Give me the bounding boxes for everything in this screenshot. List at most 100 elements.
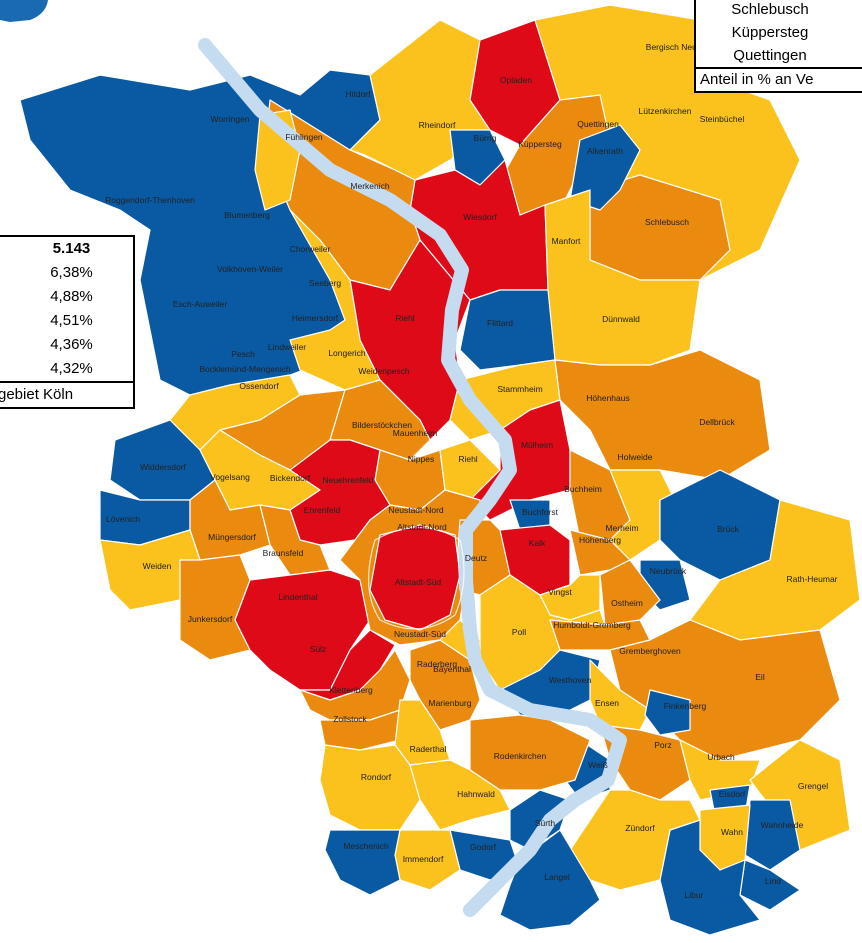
- district-label: Pesch: [231, 349, 255, 359]
- district-label: Höhenhaus: [586, 393, 629, 403]
- district-label: Lindweiler: [268, 342, 306, 352]
- right-table-row: Küppersteg: [731, 24, 809, 41]
- district-label: Buchheim: [564, 484, 602, 494]
- district-label: Raderthal: [410, 744, 447, 754]
- region-yellow-urbach: [679, 739, 761, 801]
- district-label: Blumenberg: [224, 210, 270, 220]
- district-label: Kalk: [529, 538, 546, 548]
- district-label: Bergisch Neukirchen: [646, 42, 725, 52]
- district-label: Vogelsang: [210, 472, 250, 482]
- district-label: Manfort: [552, 236, 581, 246]
- district-label: Lövenich: [106, 514, 140, 524]
- district-label: Hitdorf: [345, 89, 371, 99]
- district-label: Elsdorf: [719, 789, 746, 799]
- district-label: Rodenkirchen: [494, 751, 547, 761]
- district-label: Weiden: [143, 561, 172, 571]
- region-blue-meschenich: [324, 829, 401, 896]
- district-label: Steinbüchel: [700, 114, 745, 124]
- region-orange-ostheim: [599, 559, 661, 626]
- left-table-row: 4,32%: [50, 360, 93, 377]
- district-label: Zollstock: [333, 714, 367, 724]
- district-label: Stammheim: [497, 384, 542, 394]
- right-table-row: Schlebusch: [731, 1, 809, 18]
- district-label: Wahnheide: [761, 820, 804, 830]
- district-label: Langel: [544, 872, 570, 882]
- region-blue-flittard: [459, 289, 556, 371]
- district-label: Longerich: [328, 348, 366, 358]
- district-label: Grengel: [798, 781, 828, 791]
- district-label: Neustadt-Nord: [388, 505, 444, 515]
- district-label: Riehl: [458, 454, 477, 464]
- region-orange-klettenberg: [299, 649, 411, 721]
- right-table-footer: Anteil in % an Ve: [696, 67, 862, 91]
- district-label: Müngersdorf: [208, 532, 256, 542]
- left-table-row: 4,88%: [50, 288, 93, 305]
- district-label: Immendorf: [403, 854, 444, 864]
- district-label: Ehrenfeld: [304, 505, 341, 515]
- district-label: Ensen: [595, 698, 619, 708]
- district-label: Klettenberg: [329, 685, 373, 695]
- district-label: Bocklemünd-Mengenich: [199, 364, 290, 374]
- district-label: Humboldt-Gremberg: [553, 620, 631, 630]
- region-yellow-rondorf: [319, 744, 421, 831]
- district-label: Rheindorf: [419, 120, 456, 130]
- district-label: Godorf: [470, 842, 497, 852]
- region-yellow-longerich: [289, 209, 381, 391]
- district-label: Westhoven: [549, 675, 592, 685]
- inner-ring: [368, 526, 465, 630]
- district-label: Bickendorf: [270, 473, 311, 483]
- district-label: Holweide: [618, 452, 653, 462]
- district-label: Bayenthal: [433, 664, 471, 674]
- district-label: Marienburg: [429, 698, 472, 708]
- region-blue-alkenrath: [569, 124, 641, 211]
- district-label: Ostheim: [611, 598, 643, 608]
- district-label: Eil: [755, 672, 765, 682]
- district-label: Bürrig: [474, 133, 497, 143]
- region-blue-langel: [499, 829, 601, 931]
- district-label: Fühlingen: [285, 132, 323, 142]
- right-ranking-table: Schlebusch Küppersteg Quettingen Anteil …: [694, 0, 862, 93]
- district-label: Meschenich: [343, 841, 389, 851]
- district-label: Wahn: [721, 827, 743, 837]
- region-blue-finkenberg: [644, 689, 691, 736]
- district-label: Dünnwald: [602, 314, 640, 324]
- district-label: Lind: [765, 876, 781, 886]
- district-label: Riehl: [395, 313, 414, 323]
- left-table-row: 4,36%: [50, 336, 93, 353]
- region-yellow-zuendorf: [569, 789, 701, 891]
- left-table-row: 4,51%: [50, 312, 93, 329]
- district-label: Braunsfeld: [263, 548, 304, 558]
- district-label: Neubrück: [650, 566, 687, 576]
- district-label: Rath-Heumar: [786, 574, 837, 584]
- district-label: Deutz: [465, 553, 487, 563]
- region-blue-wahnheide: [744, 799, 801, 871]
- district-label: Libur: [685, 890, 704, 900]
- district-label: Gremberghoven: [619, 646, 681, 656]
- district-label: Schlebusch: [645, 217, 689, 227]
- logo-fragment: [0, 0, 48, 22]
- region-orange-dellbrueck: [554, 349, 771, 481]
- left-table-row: 6,38%: [50, 264, 93, 281]
- district-label: Weidenpesch: [358, 366, 410, 376]
- right-table-row: Quettingen: [733, 47, 807, 64]
- region-yellow-merheim: [609, 469, 681, 561]
- district-label: Alkenrath: [587, 146, 623, 156]
- district-label: Opladen: [500, 75, 532, 85]
- district-label: Hahnwald: [457, 789, 495, 799]
- district-label: Rondorf: [361, 772, 392, 782]
- district-label: Merheim: [605, 523, 638, 533]
- district-label: Altstadt-Süd: [395, 577, 442, 587]
- district-label: Sürth: [535, 818, 556, 828]
- left-table-row: 5.143: [52, 240, 91, 257]
- district-label: Altstadt-Nord: [397, 522, 447, 532]
- district-label: Raderberg: [417, 659, 457, 669]
- region-orange-braunsfeld: [259, 504, 331, 576]
- district-label: Nippes: [408, 454, 434, 464]
- left-statistics-table: 5.143 6,38% 4,88% 4,51% 4,36% 4,32% gebi…: [0, 235, 135, 409]
- district-label: Höhenberg: [579, 535, 621, 545]
- region-blue-libur: [659, 819, 761, 936]
- district-label: Poll: [512, 627, 526, 637]
- district-label: Neustadt-Süd: [394, 629, 446, 639]
- district-label: Dellbrück: [699, 417, 735, 427]
- district-label: Bilderstöckchen: [352, 420, 412, 430]
